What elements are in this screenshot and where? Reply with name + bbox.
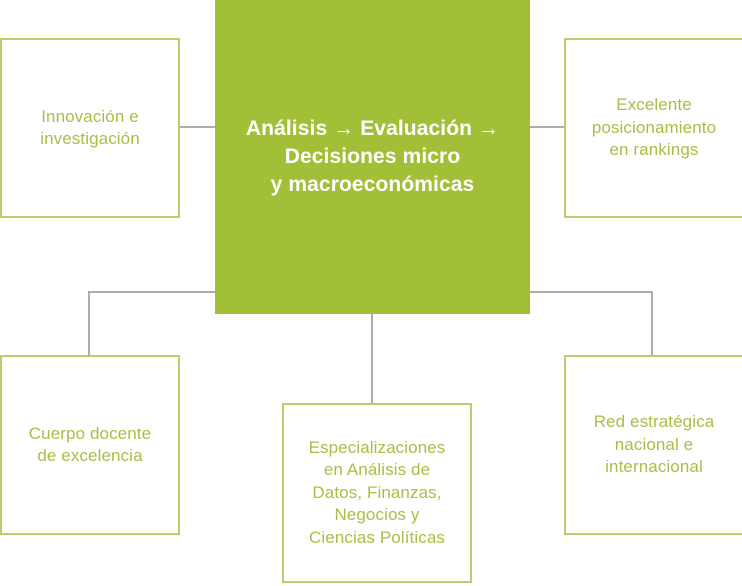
center-node-label: Análisis → Evaluación → Decisiones micro… bbox=[245, 116, 500, 197]
node-innovacion: Innovación e investigación bbox=[0, 38, 180, 218]
node-cuerpo-docente-label: Cuerpo docente de excelencia bbox=[28, 423, 152, 465]
node-innovacion-label: Innovación e investigación bbox=[40, 106, 140, 148]
node-especializaciones-label: Especializaciones en Análisis de Datos, … bbox=[308, 437, 446, 547]
node-red-estrategica: Red estratégica nacional e internacional bbox=[564, 355, 742, 535]
node-red-estrategica-label: Red estratégica nacional e internacional bbox=[593, 412, 715, 477]
connector-bus-to-bottom-right bbox=[651, 291, 653, 356]
connector-center-to-top-right bbox=[528, 126, 566, 128]
node-cuerpo-docente: Cuerpo docente de excelencia bbox=[0, 355, 180, 535]
connector-center-to-bottom-center bbox=[371, 313, 373, 404]
connector-center-to-top-left bbox=[178, 126, 217, 128]
node-rankings-label: Excelente posicionamiento en rankings bbox=[591, 95, 717, 160]
node-rankings: Excelente posicionamiento en rankings bbox=[564, 38, 742, 218]
node-especializaciones: Especializaciones en Análisis de Datos, … bbox=[282, 403, 472, 583]
center-node: Análisis → Evaluación → Decisiones micro… bbox=[215, 0, 530, 314]
connector-bus-to-bottom-left bbox=[88, 291, 90, 356]
